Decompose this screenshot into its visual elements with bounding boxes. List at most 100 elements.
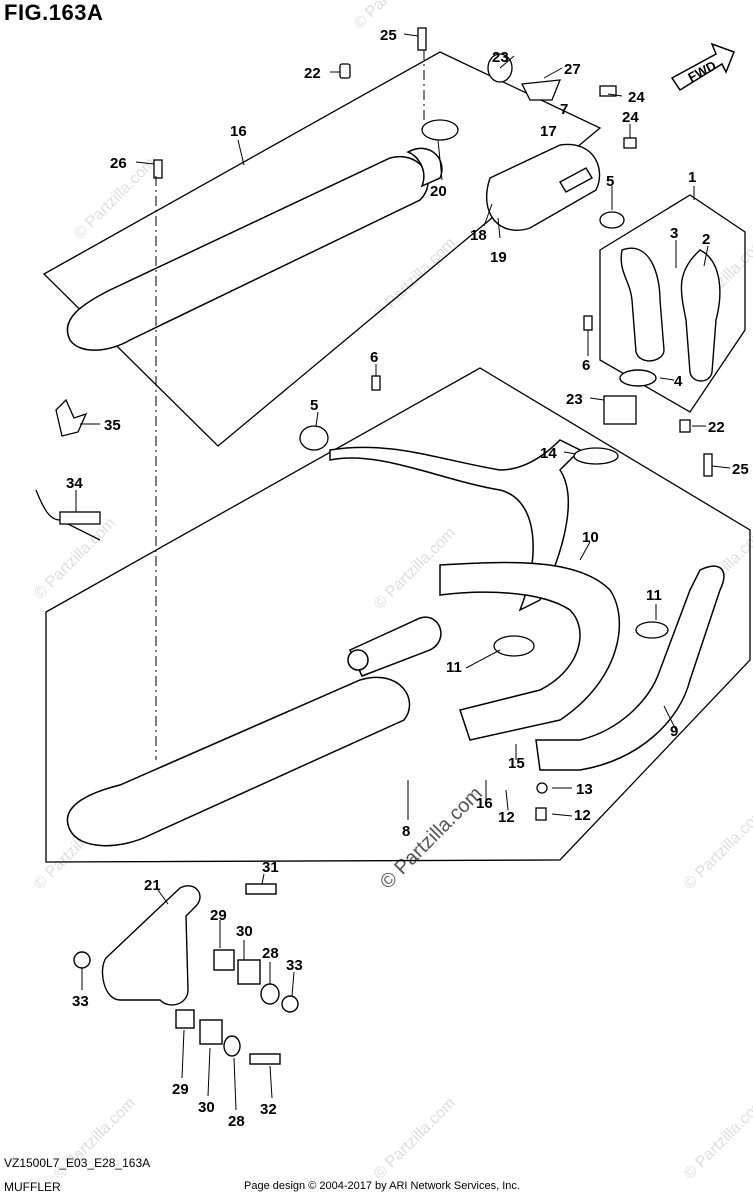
bolt-22 [339,63,351,79]
callout-8: 8 [402,823,410,840]
callout-30: 30 [198,1099,215,1116]
washer-13 [536,782,548,794]
callout-2: 2 [702,231,710,248]
section-name: MUFFLER [4,1180,61,1194]
callout-29: 29 [210,907,227,924]
watermark: © Partzilla.com [371,1095,459,1183]
muffler-8 [66,616,442,847]
callout-16: 16 [230,123,247,140]
callout-4: 4 [674,373,683,390]
bolt-25 [417,27,427,51]
clamp-11b [493,635,535,657]
callout-24: 24 [622,109,639,126]
callout-9: 9 [670,723,678,740]
callout-6: 6 [370,349,378,366]
bolt-32 [249,1053,281,1065]
callout-29: 29 [172,1081,189,1098]
gasket-5 [599,211,625,229]
callout-26: 26 [110,155,127,172]
watermark: © Partzilla.com [681,805,753,893]
bolt-31 [245,883,277,895]
callout-32: 32 [260,1101,277,1118]
callout-23: 23 [492,49,509,66]
watermark: © Partzilla.com [371,235,459,323]
clamp-14 [573,447,619,465]
callout-34: 34 [66,475,83,492]
bolt-22b [679,419,691,433]
watermark: © Partzilla.com [681,1095,753,1183]
nut-24 [599,85,617,97]
exhaust-pipe-10 [329,439,725,771]
fwd-arrow-icon: FWD [670,42,735,92]
callout-18: 18 [470,227,487,244]
sensor-34-body [59,511,101,525]
callout-3: 3 [670,225,678,242]
frame-exhaust-assembly [45,367,751,863]
gasket-5b [299,425,329,451]
clamp-11 [635,621,669,639]
callout-22: 22 [304,65,321,82]
nut-33 [281,995,299,1013]
cap-35 [55,398,88,437]
callout-11: 11 [446,659,462,676]
callout-11: 11 [646,587,662,604]
collar-29b [175,1009,195,1029]
callout-22: 22 [708,419,725,436]
nut-33b [73,951,91,969]
callout-17: 17 [540,123,557,140]
callout-5: 5 [310,397,318,414]
bolt-25b [703,453,713,477]
callout-1: 1 [688,169,696,186]
callout-35: 35 [104,417,121,434]
callout-30: 30 [236,923,253,940]
callout-28: 28 [262,945,279,962]
callout-labels: 25 23 27 22 7 24 24 16 17 26 20 5 1 18 1… [66,27,749,1130]
bolt-12 [535,807,547,821]
watermark-large: © Partzilla.com [376,783,487,894]
callout-31: 31 [262,859,279,876]
group-frames [42,51,751,863]
callout-24: 24 [628,89,645,106]
bolt-26 [153,159,163,179]
frame-muffler-cover [42,51,602,447]
callout-33: 33 [72,993,89,1010]
copyright-notice: Page design © 2004-2017 by ARI Network S… [244,1180,520,1192]
callout-6: 6 [582,357,590,374]
callout-7: 7 [560,101,568,118]
collar-29 [213,949,235,971]
callout-13: 13 [576,781,593,798]
collar-23b [603,395,637,425]
callout-33: 33 [286,957,303,974]
frame-pipe-1 [599,194,746,413]
callout-20: 20 [430,183,447,200]
callout-28: 28 [228,1113,245,1130]
callout-12: 12 [574,807,591,824]
callout-23: 23 [566,391,583,408]
model-code: VZ1500L7_E03_E28_163A [4,1156,151,1170]
bracket-21 [73,883,299,1065]
callout-5: 5 [606,173,614,190]
figure-title: FIG.163A [4,0,104,25]
leader-lines [75,33,731,1111]
callout-14: 14 [540,445,557,462]
callout-16b: 16 [476,795,493,812]
callout-15: 15 [508,755,525,772]
callout-10: 10 [582,529,599,546]
heat-shield-16 [66,147,443,351]
callout-25: 25 [732,461,749,478]
nut-24b [623,137,637,149]
callout-25: 25 [380,27,397,44]
callout-21: 21 [144,877,161,894]
callout-19: 19 [490,249,507,266]
pipe-1 [619,247,721,387]
bolt-6b [583,315,593,331]
callout-27: 27 [564,61,581,78]
bracket-27 [520,79,562,101]
sensor-parts [35,398,101,541]
cushion-30b [199,1019,223,1045]
clamp-20 [421,119,459,141]
small-parts [153,27,713,821]
rear-shield-17 [485,143,601,231]
callout-12: 12 [498,809,515,826]
